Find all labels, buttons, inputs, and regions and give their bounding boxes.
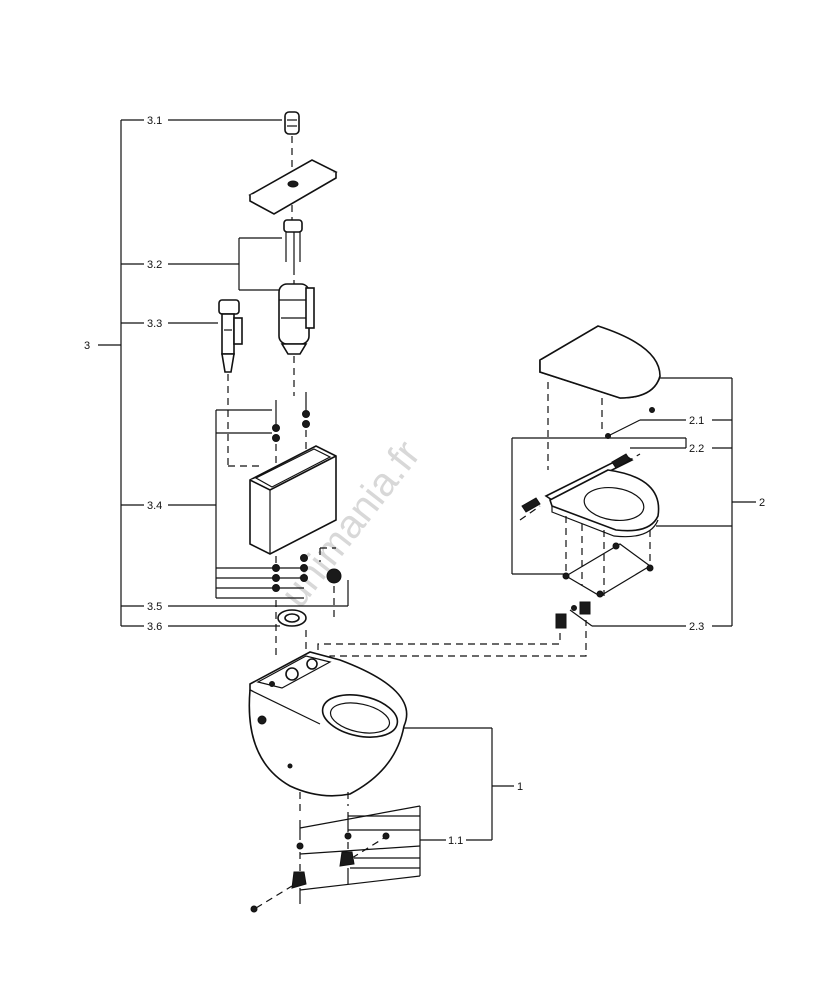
label-2-2: 2.2 (689, 443, 704, 455)
part-labels: 3 3.1 3.2 3.3 3.4 3.5 3.6 2 2.1 2.2 2.3 … (84, 115, 765, 847)
label-3-6: 3.6 (147, 621, 162, 633)
part-3-6-gasket (275, 600, 307, 660)
group-2-leaders (511, 377, 756, 627)
part-3-2-flush-valve-top (283, 219, 303, 284)
part-3-5-seal (326, 568, 342, 620)
part-3-3-fill-valve (218, 299, 262, 467)
label-3-2: 3.2 (147, 259, 162, 271)
part-2-seat-ring (549, 469, 660, 596)
part-2-3-buffers-and-fixings (555, 542, 654, 629)
part-2-seat-lid (539, 325, 661, 470)
part-3-4-cistern-fixings-top (272, 392, 310, 470)
seat-connection-dashes (317, 620, 587, 670)
label-2-1: 2.1 (689, 415, 704, 427)
label-3-3: 3.3 (147, 318, 162, 330)
part-3-4-cistern-fixings-bottom (272, 547, 336, 592)
label-2-3: 2.3 (689, 621, 704, 633)
label-3-4: 3.4 (147, 500, 162, 512)
label-1: 1 (517, 781, 523, 793)
group-3-leaders (98, 119, 349, 627)
part-3-4-cistern (249, 445, 337, 555)
part-1-toilet-bowl (248, 651, 408, 797)
part-3-2-flush-valve (278, 283, 315, 396)
label-3-5: 3.5 (147, 601, 162, 613)
label-3: 3 (84, 340, 90, 352)
part-3-1-push-button (284, 111, 300, 168)
label-2: 2 (759, 497, 765, 509)
part-1-1-fixing-kit (250, 792, 390, 913)
group-1-leaders (299, 727, 514, 891)
label-1-1: 1.1 (448, 835, 463, 847)
label-3-1: 3.1 (147, 115, 162, 127)
part-3-1-cover-plate (248, 159, 338, 220)
